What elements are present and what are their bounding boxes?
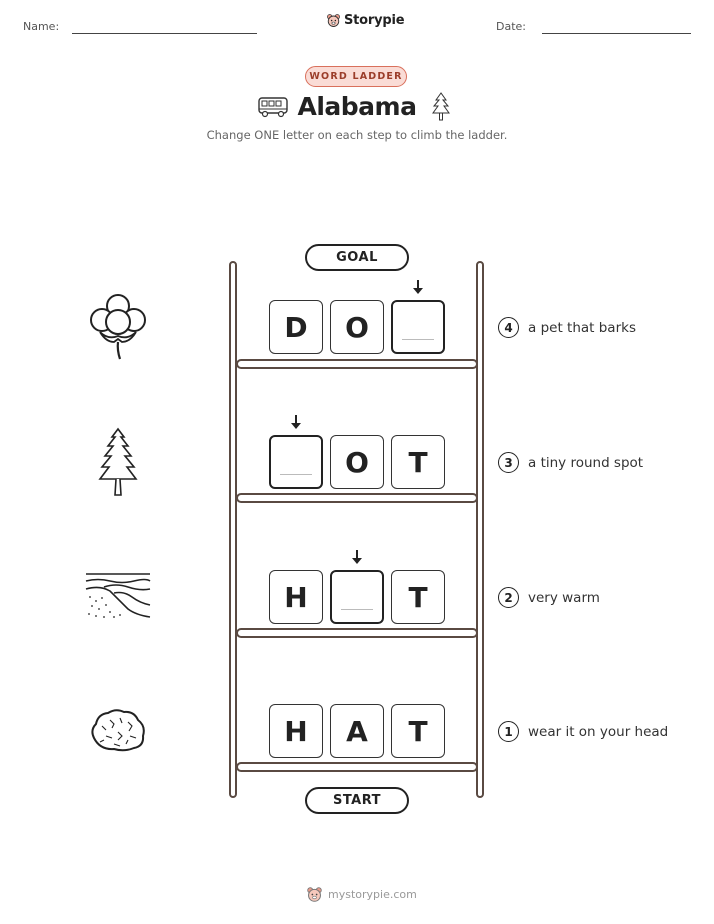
ladder-rung	[236, 493, 478, 503]
page-title: Alabama	[297, 92, 417, 121]
clue-step-2: 2 very warm	[498, 587, 600, 608]
footer: mystorypie.com	[306, 886, 417, 903]
letter-tile: H	[269, 570, 323, 624]
bus-icon	[258, 97, 288, 118]
river-shore-icon	[85, 573, 151, 618]
goal-label: GOAL	[305, 244, 409, 271]
brand-name: Storypie	[344, 13, 405, 28]
letter-tile: A	[330, 704, 384, 758]
letter-tile: T	[391, 435, 445, 489]
letter-tile: T	[391, 704, 445, 758]
pine-tree-icon	[98, 427, 138, 496]
start-label: START	[305, 787, 409, 814]
rock-icon	[91, 709, 145, 752]
letter-tile: O	[330, 435, 384, 489]
letter-tile: T	[391, 570, 445, 624]
cotton-boll-icon	[90, 294, 146, 360]
clue-text: wear it on your head	[528, 723, 669, 740]
arrow-down-icon	[352, 550, 362, 564]
letter-tile: D	[269, 300, 323, 354]
footer-url[interactable]: mystorypie.com	[328, 888, 417, 901]
ladder-left-rail	[229, 261, 237, 798]
ladder-rung	[236, 628, 478, 638]
blank-letter-tile[interactable]	[391, 300, 445, 354]
ladder-right-rail	[476, 261, 484, 798]
blank-letter-tile[interactable]	[330, 570, 384, 624]
bear-logo-icon	[307, 887, 322, 902]
letter-tile: H	[269, 704, 323, 758]
step-number: 2	[498, 587, 519, 608]
date-line[interactable]	[542, 33, 691, 34]
step-number: 3	[498, 452, 519, 473]
instructions: Change ONE letter on each step to climb …	[206, 128, 508, 142]
clue-step-3: 3 a tiny round spot	[498, 452, 643, 473]
clue-step-4: 4 a pet that barks	[498, 317, 636, 338]
word-ladder-badge: WORD LADDER	[305, 66, 407, 87]
date-label: Date:	[496, 20, 526, 33]
ladder-rung	[236, 359, 478, 369]
ladder-rung	[236, 762, 478, 772]
blank-letter-tile[interactable]	[269, 435, 323, 489]
brand-logo: Storypie	[326, 13, 405, 28]
clue-text: a tiny round spot	[528, 454, 644, 471]
name-label: Name:	[23, 20, 60, 33]
clue-text: very warm	[528, 589, 600, 606]
letter-tile: O	[330, 300, 384, 354]
arrow-down-icon	[413, 280, 423, 294]
clue-step-1: 1 wear it on your head	[498, 721, 668, 742]
bear-logo-icon	[327, 14, 340, 27]
step-number: 4	[498, 317, 519, 338]
arrow-down-icon	[291, 415, 301, 429]
pine-tree-icon	[432, 92, 450, 121]
name-line[interactable]	[72, 33, 257, 34]
clue-text: a pet that barks	[528, 319, 636, 336]
step-number: 1	[498, 721, 519, 742]
